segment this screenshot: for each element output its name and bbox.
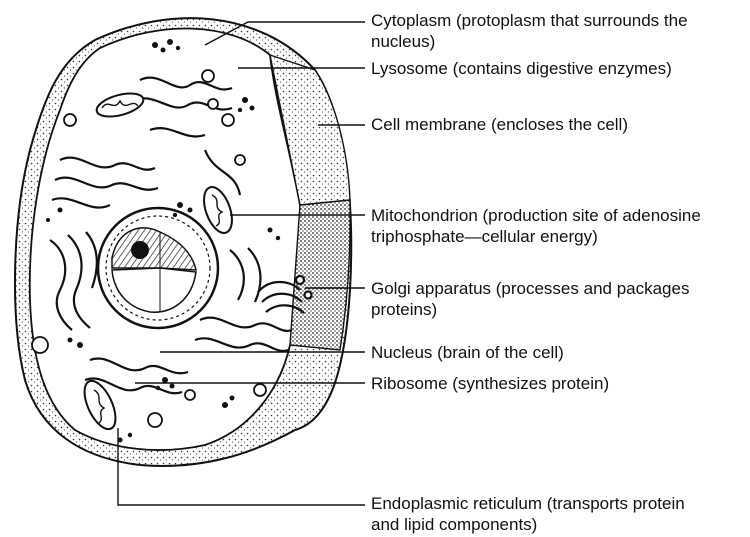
label-mitochondrion: Mitochondrion (production site of adenos… bbox=[371, 205, 701, 247]
label-lysosome: Lysosome (contains digestive enzymes) bbox=[371, 58, 672, 79]
label-er-line-2: and lipid components) bbox=[371, 514, 685, 535]
label-nucleus-line-1: Nucleus (brain of the cell) bbox=[371, 342, 564, 363]
label-ribosome-line-1: Ribosome (synthesizes protein) bbox=[371, 373, 609, 394]
nucleus-shape bbox=[98, 208, 218, 328]
label-ribosome: Ribosome (synthesizes protein) bbox=[371, 373, 609, 394]
label-mitochondrion-line-1: Mitochondrion (production site of adenos… bbox=[371, 205, 701, 226]
label-cytoplasm: Cytoplasm (protoplasm that surrounds the… bbox=[371, 10, 688, 52]
label-endoplasmic-reticulum: Endoplasmic reticulum (transports protei… bbox=[371, 493, 685, 535]
label-mitochondrion-line-2: triphosphate—cellular energy) bbox=[371, 226, 701, 247]
label-golgi-line-2: proteins) bbox=[371, 299, 689, 320]
label-golgi-apparatus: Golgi apparatus (processes and packages … bbox=[371, 278, 689, 320]
label-nucleus: Nucleus (brain of the cell) bbox=[371, 342, 564, 363]
label-cytoplasm-line-1: Cytoplasm (protoplasm that surrounds the bbox=[371, 10, 688, 31]
label-cell-membrane-line-1: Cell membrane (encloses the cell) bbox=[371, 114, 628, 135]
label-golgi-line-1: Golgi apparatus (processes and packages bbox=[371, 278, 689, 299]
label-cell-membrane: Cell membrane (encloses the cell) bbox=[371, 114, 628, 135]
label-lysosome-line-1: Lysosome (contains digestive enzymes) bbox=[371, 58, 672, 79]
label-cytoplasm-line-2: nucleus) bbox=[371, 31, 688, 52]
label-er-line-1: Endoplasmic reticulum (transports protei… bbox=[371, 493, 685, 514]
